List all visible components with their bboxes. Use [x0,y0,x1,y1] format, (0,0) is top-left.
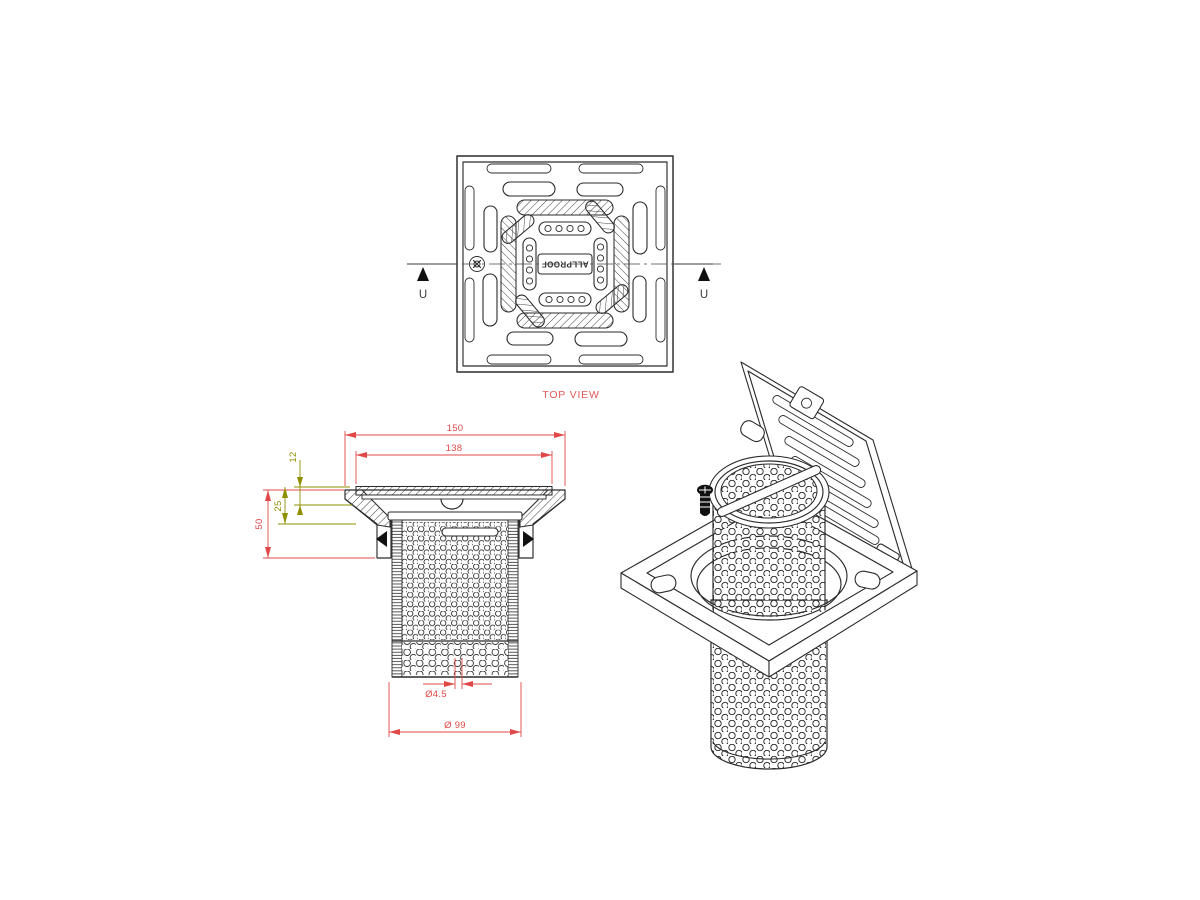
frame-profile-left [344,489,392,559]
bucket-wall-right [507,519,519,678]
section-arrow-icon [698,267,710,281]
section-marker-right: U [674,263,713,301]
dim-grate-width: 138 [446,443,463,454]
frame-profile-right [518,489,566,559]
dim-mid-depth: 25 [273,500,284,511]
dim-bucket-diameter: Ø 99 [444,720,466,731]
dim-overall-width: 150 [447,423,464,434]
bucket-wall-left [391,519,403,678]
isometric-view [620,361,918,770]
fixing-screw [697,484,713,516]
bucket-rim [387,511,523,521]
section-letter: U [700,289,708,301]
frame-face-front-right [768,570,918,678]
dim-overall-depth: 50 [254,518,265,529]
frame-tab-left [650,574,677,594]
top-view-label: TOP VIEW [542,389,599,401]
hinge-block [789,386,825,420]
iso-bucket-upper [708,455,830,612]
dimensions-secondary: 12 25 [273,451,356,525]
grate-lip [361,494,547,500]
hinge-tab [740,420,765,443]
handle-recess [440,498,464,510]
section-letter: U [419,289,427,301]
section-view: 150 138 50 Ø4.5 Ø 99 [254,423,566,737]
frame-tab-right [854,570,881,590]
retainer-clip-left [376,531,387,547]
iso-frame [620,488,918,678]
grate-section [355,485,553,496]
bucket-perforations [402,522,508,640]
dim-hole-diameter: Ø4.5 [425,689,447,700]
bucket-handle-slot [441,527,499,537]
top-view: ALLPROOF U U TOP VIEW [407,155,722,401]
dim-grate-thickness: 12 [288,451,299,462]
retainer-clip-right [523,531,534,547]
section-marker-left: U [407,263,456,301]
dimensions-primary: 150 138 50 Ø4.5 Ø 99 [254,423,566,737]
section-arrow-icon [417,267,429,281]
bucket-handle [716,465,822,517]
